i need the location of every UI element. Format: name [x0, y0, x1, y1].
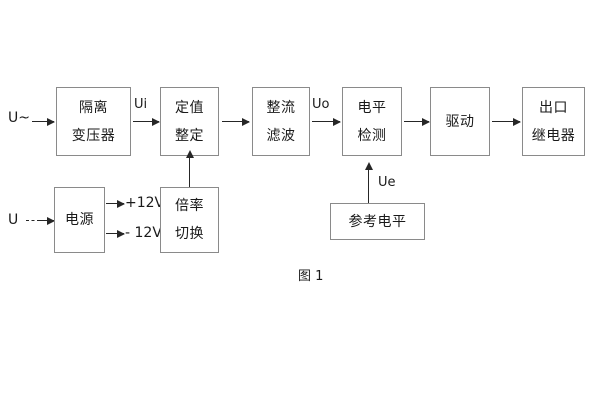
block-multiplier-switch-line-1: 倍率: [175, 198, 204, 214]
block-multiplier-switch: 倍率 切换: [160, 187, 219, 253]
arrow-level-detection-to-drive: [404, 118, 430, 126]
block-isolation-transformer-line-2: 变压器: [71, 127, 116, 144]
block-isolation-transformer-line-1: 隔离: [79, 99, 108, 116]
block-level-detection-line-1: 电平: [357, 99, 387, 116]
block-rectifier-filter-line-2: 滤波: [266, 127, 296, 144]
arrow-multiplier-switch-to-setting-value: [185, 150, 194, 187]
label-neg-rail: - 12V: [125, 225, 162, 241]
block-setting-value: 定值 整定: [160, 87, 219, 156]
block-output-relay-line-1: 出口: [539, 99, 568, 116]
arrow-ac-input-to-isolation-transformer: [32, 118, 55, 126]
block-output-relay: 出口 继电器: [522, 87, 585, 156]
block-rectifier-filter: 整流 滤波: [252, 87, 310, 156]
block-reference-level-line-1: 参考电平: [348, 213, 407, 230]
block-level-detection-line-2: 检测: [357, 127, 387, 144]
block-setting-value-line-2: 整定: [175, 127, 204, 144]
arrow-isolation-transformer-to-setting-value: [133, 118, 160, 126]
dashed-lead-dc-input: [26, 220, 40, 221]
arrow-power-supply-pos-rail: [106, 200, 125, 208]
block-drive: 驱动: [430, 87, 490, 156]
arrow-power-supply-neg-rail: [106, 230, 125, 238]
block-reference-level: 参考电平: [330, 203, 425, 240]
block-output-relay-line-2: 继电器: [531, 127, 576, 144]
arrow-dc-input-to-power-supply: [40, 217, 55, 225]
arrow-rectifier-filter-to-level-detection: [312, 118, 341, 126]
block-drive-line-1: 驱动: [445, 113, 475, 130]
arrow-reference-level-to-level-detection: [364, 162, 373, 203]
label-ue: Ue: [378, 175, 396, 190]
label-ac-input: U~: [8, 110, 30, 126]
block-isolation-transformer: 隔离 变压器: [56, 87, 131, 156]
block-setting-value-line-1: 定值: [175, 99, 204, 116]
label-dc-input: U: [8, 212, 19, 228]
block-power-supply: 电源: [54, 187, 105, 253]
label-ui: Ui: [134, 97, 148, 112]
arrow-drive-to-output-relay: [492, 118, 521, 126]
block-level-detection: 电平 检测: [342, 87, 402, 156]
arrow-setting-value-to-rectifier-filter: [222, 118, 250, 126]
label-uo: Uo: [312, 97, 330, 112]
figure-caption: 图 1: [298, 269, 324, 284]
block-power-supply-line-1: 电源: [65, 212, 94, 228]
block-multiplier-switch-line-2: 切换: [175, 226, 204, 242]
block-rectifier-filter-line-1: 整流: [266, 99, 296, 116]
label-pos-rail: +12V: [125, 195, 165, 211]
